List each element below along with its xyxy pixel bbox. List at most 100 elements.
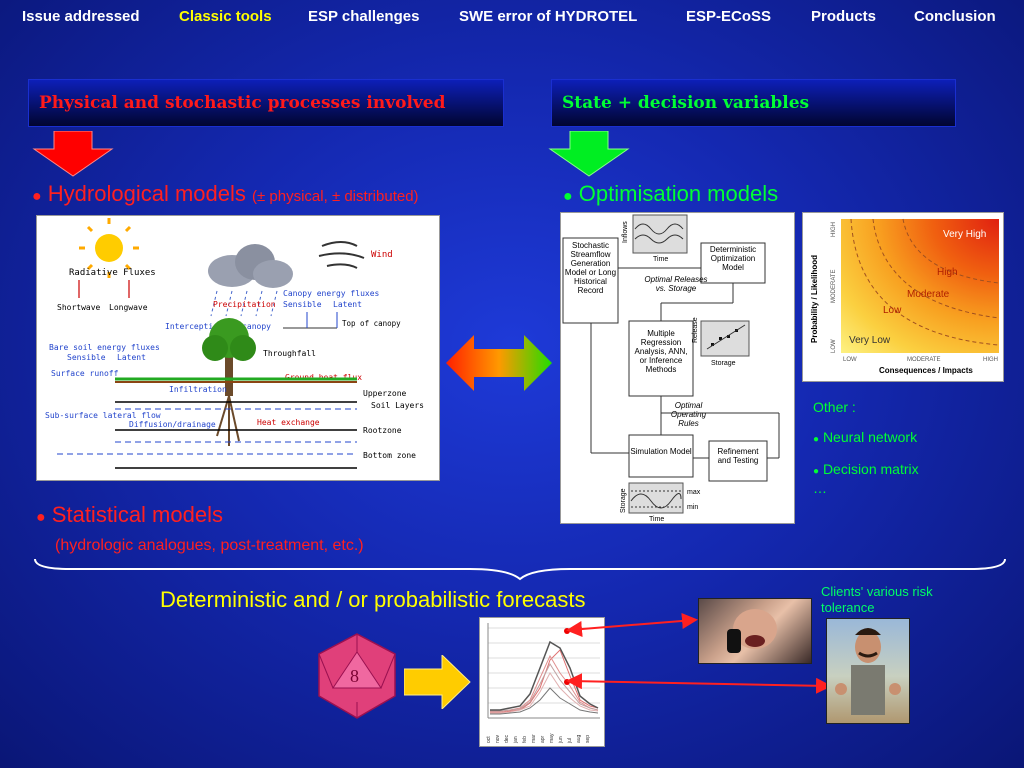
nav-item-swe-error[interactable]: SWE error of HYDROTEL [459,8,638,25]
risk-xtick-moderate: MODERATE [907,357,941,363]
right-header-text: State + decision variables [562,93,810,113]
hydro-diagram: Radiative Fluxes Shortwave Longwave Prec… [36,215,440,481]
risk-xtick-high: HIGH [983,357,998,363]
label-heat-exchange: Heat exchange [257,418,320,427]
flow-stochastic: Stochastic Streamflow Generation Model o… [564,241,617,295]
label-shortwave: Shortwave [57,303,101,312]
xtick-sep: sep [585,735,591,743]
label-soil-layers: Soil Layers [371,401,424,410]
happy-client-photo [826,618,910,724]
left-header-text: Physical and stochastic processes involv… [39,93,446,113]
other-item-decision-text: Decision matrix [822,461,919,477]
flow-time-top: Time [653,256,668,263]
label-soil-latent: Latent [117,353,146,362]
risk-ytick-low: LOW [831,339,837,353]
right-header: State + decision variables [551,79,956,127]
label-top-canopy: Top of canopy [342,319,401,328]
label-upperzone: Upperzone [363,389,407,398]
risk-matrix-svg: Very High High Moderate Low Very Low Pro… [810,218,1000,375]
flow-operating-rules: Optimal Operating Rules [670,401,707,428]
stat-title-text: Statistical models [51,502,223,527]
opt-title-text: Optimisation models [578,181,779,206]
xtick-jul: jul [567,738,573,744]
flow-max: max [687,489,701,496]
wind-icon [318,241,365,269]
label-bottomzone: Bottom zone [363,451,416,460]
bidirectional-arrow [446,335,552,391]
clients-note: Clients' various risk tolerance [821,584,933,615]
risk-ytick-high: HIGH [831,222,837,237]
forecast-title: Deterministic and / or probabilistic for… [160,587,586,612]
flow-refinement: Refinement and Testing [717,447,759,465]
xtick-oct: oct [486,736,492,743]
risk-xlabel: Consequences / Impacts [879,366,973,375]
optimisation-flowchart: Inflows Time Stochastic Streamflow Gener… [560,212,795,524]
left-header: Physical and stochastic processes involv… [28,79,504,127]
flow-release: Release [692,317,699,343]
yellow-arrow [404,655,471,709]
other-more: … [813,480,827,496]
label-canopy-energy: Canopy energy fluxes [283,289,380,298]
label-rootzone: Rootzone [363,426,402,435]
zone-very-low: Very Low [849,335,891,346]
label-longwave: Longwave [109,303,148,312]
risk-ylabel: Probability / Likelihood [810,255,819,343]
xtick-jun: jun [558,736,564,744]
phone-icon [727,609,777,653]
flow-simulation: Simulation Model [630,447,692,456]
label-diffusion: Diffusion/drainage [129,420,216,429]
label-subsurface: Sub-surface lateral flow [45,411,161,420]
xtick-may: may [549,733,555,743]
xtick-mar: mar [531,734,537,743]
dice-number: 8 [350,666,359,686]
other-item-decision: ● Decision matrix [813,461,919,477]
label-bare-soil: Bare soil energy fluxes [49,343,160,352]
stat-models-title: ● Statistical models [36,502,223,527]
label-infiltration: Infiltration [169,385,227,394]
nav-item-esp-ecoss[interactable]: ESP-ECoSS [686,8,772,25]
zone-very-high: Very High [943,229,986,240]
other-item-neural-text: Neural network [822,429,918,445]
nav-bar: Issue addressed Classic tools ESP challe… [0,0,1024,32]
sun-icon [79,218,139,278]
flow-storage-bottom: Storage [620,488,627,513]
cloud-icon [208,244,293,288]
other-item-neural: ● Neural network [813,429,918,445]
flow-regression: Multiple Regression Analysis, ANN, or In… [634,329,688,374]
flow-inflows: Inflows [622,221,629,243]
flow-deterministic: Deterministic Optimization Model [709,245,757,272]
flow-time-bottom: Time [649,516,664,523]
flowchart-svg: Inflows Time Stochastic Streamflow Gener… [562,214,780,523]
connector-arrows [566,612,832,694]
zone-high: High [937,267,958,278]
nav-item-products[interactable]: Products [811,8,877,25]
label-soil-sensible: Sensible [67,353,106,362]
xtick-aug: aug [576,734,582,743]
risk-matrix: Very High High Moderate Low Very Low Pro… [802,212,1004,382]
dice-icon: 8 [318,633,396,719]
zone-low: Low [883,305,902,316]
tree-icon [202,318,256,446]
label-wind: Wind [371,250,393,260]
nav-item-esp-challenges[interactable]: ESP challenges [308,8,420,25]
thumbs-up-icon [835,628,901,715]
green-down-arrow [548,131,630,177]
label-surface-runoff: Surface runoff [51,369,119,378]
risk-xtick-low: LOW [843,357,857,363]
stat-models-subtitle: (hydrologic analogues, post-treatment, e… [55,537,364,554]
nav-item-issue-addressed[interactable]: Issue addressed [22,8,140,25]
hydro-models-title: ● Hydrological models (± physical, ± dis… [32,181,419,206]
xtick-apr: apr [540,735,546,743]
xtick-nov: nov [495,734,501,743]
flow-storage-mid: Storage [711,360,736,367]
xtick-jan: jan [513,736,519,744]
nav-item-conclusion[interactable]: Conclusion [914,8,996,25]
red-down-arrow [32,131,114,177]
angry-client-photo [698,598,812,664]
label-precipitation: Precipitation [213,300,276,309]
hydro-title-text: Hydrological models [47,181,246,206]
curly-brace [34,558,1006,581]
risk-ytick-moderate: MODERATE [831,269,837,303]
other-list: Other : ● Neural network ● Decision matr… [813,399,919,497]
nav-item-classic-tools[interactable]: Classic tools [179,8,272,25]
